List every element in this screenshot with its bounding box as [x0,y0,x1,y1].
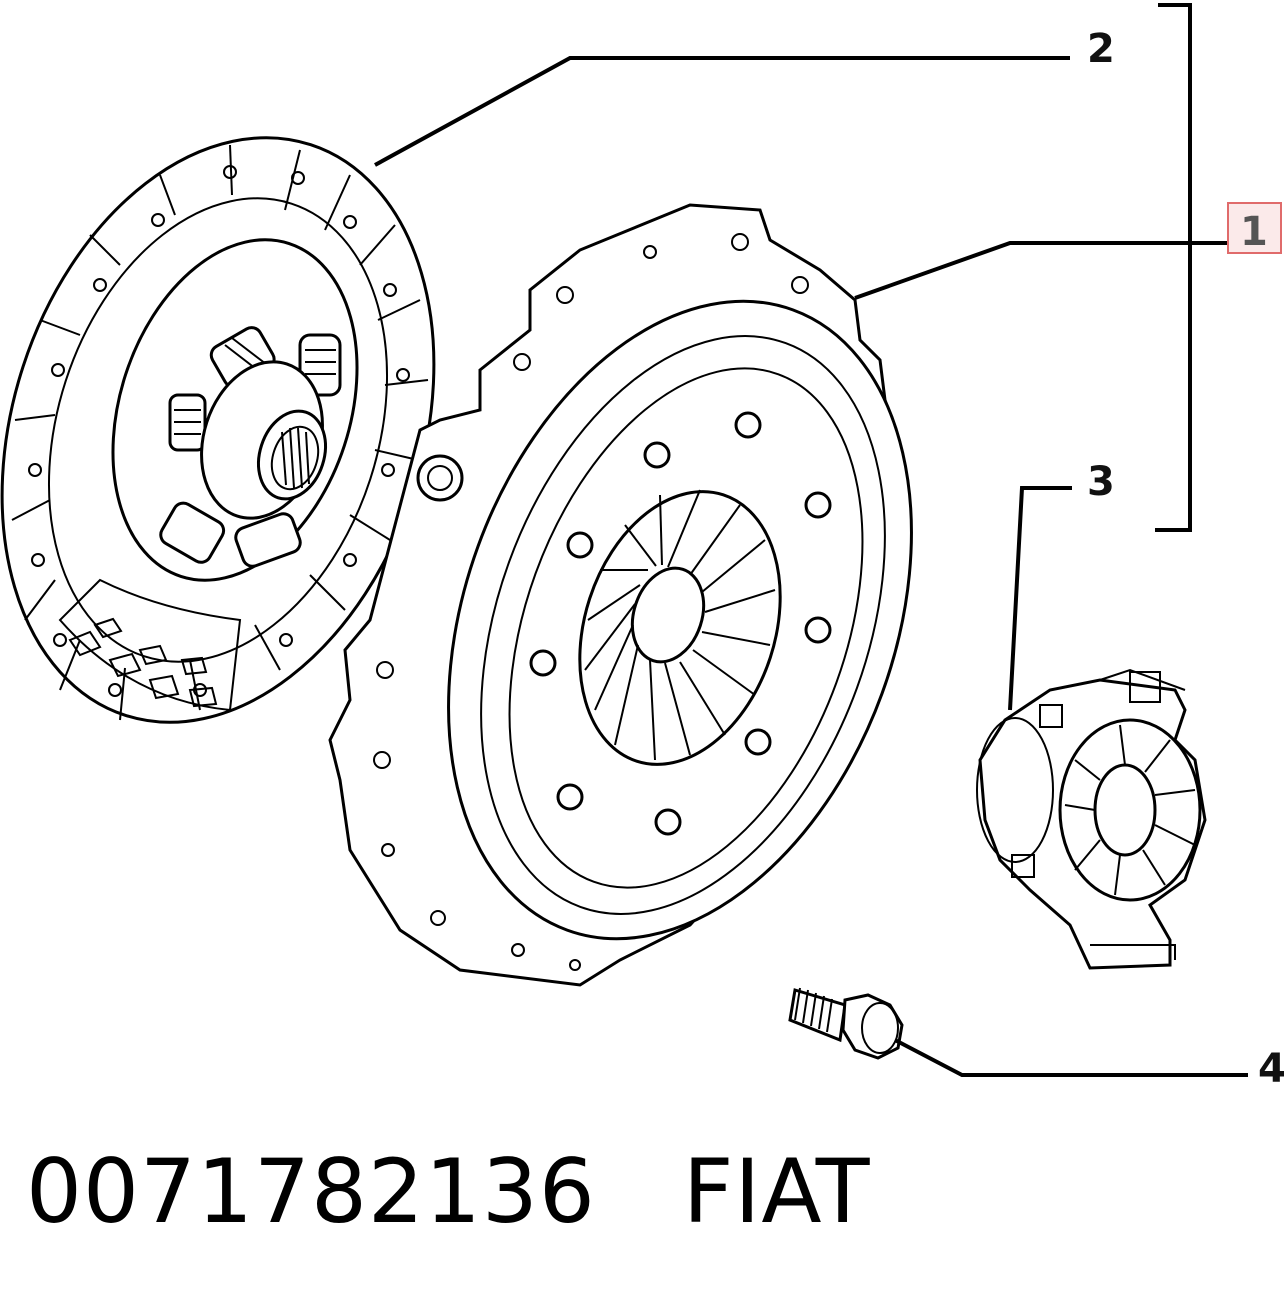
part-caption: 0071782136 FIAT [26,1140,871,1243]
callout-label-3: 3 [1087,459,1115,505]
pressure-plate [328,203,913,987]
callout-label-2: 2 [1087,26,1115,72]
callout-highlight-box [1227,202,1282,254]
clutch-disc [0,136,436,724]
callout-label-4: 4 [1258,1046,1286,1092]
release-bearing [976,668,1207,970]
brand-name: FIAT [682,1140,871,1243]
part-number: 0071782136 [26,1140,596,1243]
bolt [788,987,904,1060]
leader-lines [374,3,1248,1077]
callout-label-1: 1 [1240,209,1268,255]
